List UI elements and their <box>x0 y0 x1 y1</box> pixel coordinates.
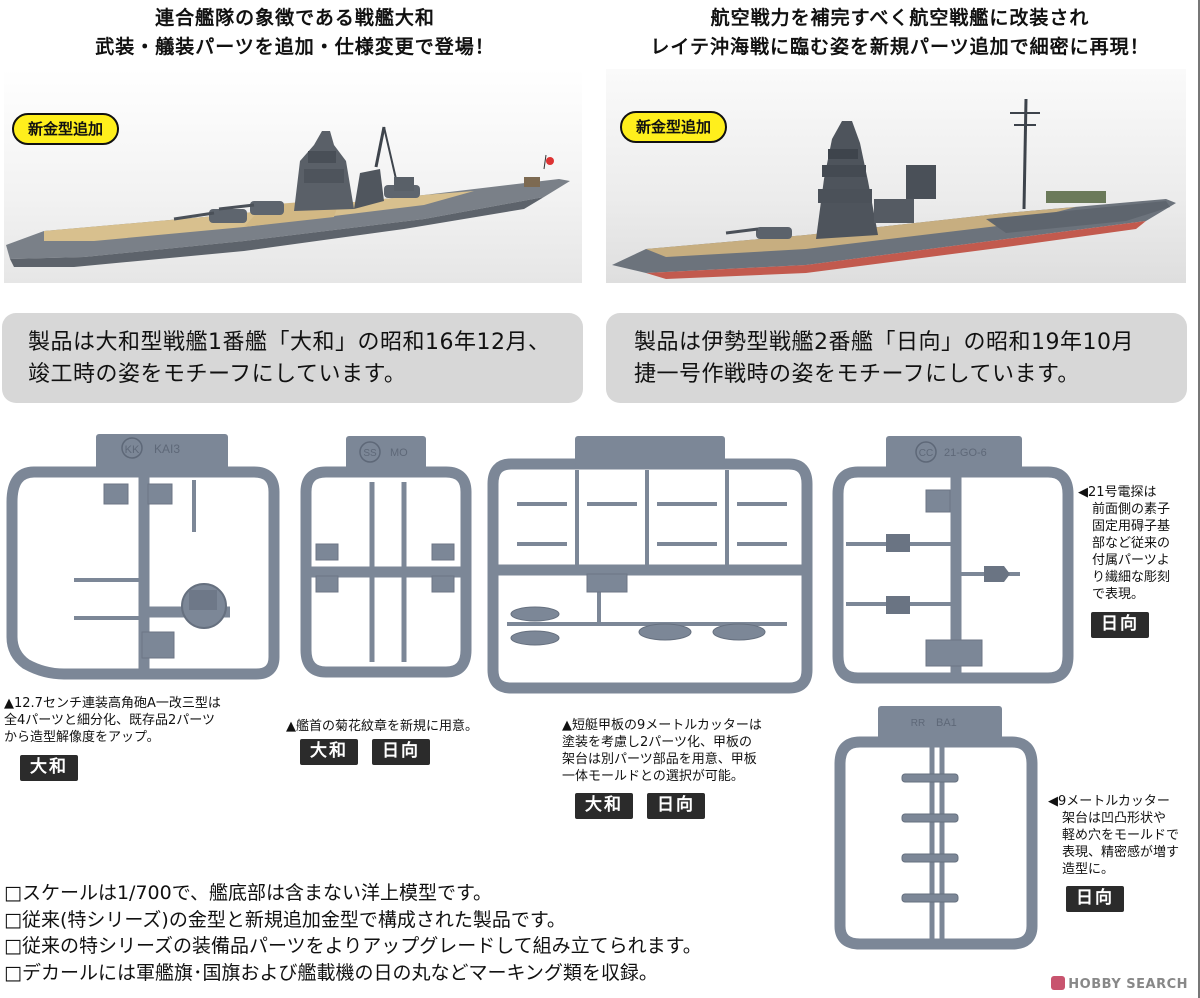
caption-cc-line2: 前面側の素子 <box>1092 502 1171 517</box>
note-upgrade: □従来の特シリーズの装備品パーツをよりアップグレードして組み立てられます。 <box>4 935 702 957</box>
caption-dd-line3: 架台は別パーツ部品を用意、甲板 <box>562 752 757 767</box>
caption-ss: ▲艦首の菊花紋章を新規に用意。 <box>286 718 478 735</box>
headline-hyuga-line2: レイテ沖海戦に臨む姿を新規パーツ追加で細密に再現！ <box>650 36 1150 58</box>
description-hyuga: 製品は伊勢型戦艦2番艦「日向」の昭和19年10月 捷一号作戦時の姿をモチーフにし… <box>606 313 1187 403</box>
description-yamato: 製品は大和型戦艦1番艦「大和」の昭和16年12月、 竣工時の姿をモチーフにしてい… <box>2 313 583 403</box>
caption-ss-line1: ▲艦首の菊花紋章を新規に用意。 <box>286 719 478 734</box>
sprue-cc: CC 21-GO-6 <box>832 436 1074 684</box>
description-yamato-line2: 竣工時の姿をモチーフにしています。 <box>28 362 407 387</box>
tag-hyuga-ss: 日向 <box>372 739 430 765</box>
caption-cc-line7: で表現。 <box>1092 587 1145 602</box>
sprue-ss-label: MO <box>390 447 408 459</box>
note-scale: □スケールは1/700で、艦底部は含まない洋上模型です。 <box>4 882 493 904</box>
caption-dd-line2: 塗装を考慮し2パーツ化、甲板の <box>562 735 753 750</box>
watermark-text: HOBBY SEARCH <box>1068 977 1188 992</box>
badge-new-mold-hyuga: 新金型追加 <box>620 111 728 143</box>
tag-yamato-dd: 大和 <box>575 793 633 819</box>
photo-yamato: 新金型追加 <box>4 69 582 283</box>
caption-kk-line1: ▲12.7センチ連装高角砲A一改三型は <box>4 696 221 711</box>
product-notes: □スケールは1/700で、艦底部は含まない洋上模型です。 □従来(特シリーズ)の… <box>4 880 702 986</box>
sprue-kk-code: KK <box>125 444 140 456</box>
watermark: HOBBY SEARCH <box>1051 976 1188 992</box>
tag-hyuga-cc: 日向 <box>1091 612 1149 638</box>
caption-cc-line3: 固定用碍子基 <box>1092 519 1171 534</box>
caption-kk: ▲12.7センチ連装高角砲A一改三型は 全4パーツと細分化、既存品2パーツ から… <box>4 695 221 746</box>
note-molds: □従来(特シリーズ)の金型と新規追加金型で構成された製品です。 <box>4 908 566 931</box>
hobbysearch-logo-icon <box>1051 976 1066 990</box>
tag-yamato-kk: 大和 <box>20 755 78 781</box>
caption-cc-line5: 付属パーツよ <box>1092 553 1170 568</box>
caption-cc-line6: り繊細な彫刻 <box>1092 570 1171 585</box>
photo-hyuga: 新金型追加 <box>606 69 1186 283</box>
tag-hyuga-dd: 日向 <box>647 793 705 819</box>
sprue-dd <box>487 436 813 694</box>
tag-hyuga-rr: 日向 <box>1066 886 1124 912</box>
sprue-ss-code: SS <box>363 448 377 459</box>
yamato-model-illustration <box>6 126 570 267</box>
headline-hyuga-line1: 航空戦力を補完すべく航空戦艦に改装され <box>710 7 1090 29</box>
badge-new-mold-yamato: 新金型追加 <box>12 113 120 145</box>
headline-hyuga: 航空戦力を補完すべく航空戦艦に改装され レイテ沖海戦に臨む姿を新規パーツ追加で細… <box>605 4 1195 62</box>
caption-rr-line5: 造型に。 <box>1062 862 1115 877</box>
description-hyuga-line1: 製品は伊勢型戦艦2番艦「日向」の昭和19年10月 <box>634 330 1134 355</box>
sprue-rr-label: BA1 <box>936 717 957 729</box>
caption-rr-line4: 表現、精密感が増す <box>1062 845 1180 860</box>
note-decals: □デカールには軍艦旗･国旗および艦載機の日の丸などマーキング類を収録。 <box>4 961 658 984</box>
sprue-kk-label: KAI3 <box>154 442 180 456</box>
sprue-cc-code: CC <box>919 448 933 459</box>
caption-kk-line3: から造型解像度をアップ。 <box>4 730 160 745</box>
caption-rr-line1: ◀9メートルカッター <box>1048 794 1170 809</box>
sprue-rr-code: RR <box>911 718 925 729</box>
caption-kk-line2: 全4パーツと細分化、既存品2パーツ <box>4 713 216 728</box>
caption-rr: ◀9メートルカッター 架台は凹凸形状や 軽め穴をモールドで 表現、精密感が増す … <box>1048 793 1179 878</box>
page-edge-divider <box>1198 0 1200 998</box>
tag-yamato-ss: 大和 <box>300 739 358 765</box>
caption-dd-line4: 一体モールドとの選択が可能。 <box>562 769 744 784</box>
headline-yamato: 連合艦隊の象徴である戦艦大和 武装・艤装パーツを追加・仕様変更で登場！ <box>0 4 590 62</box>
headline-yamato-line2: 武装・艤装パーツを追加・仕様変更で登場！ <box>95 36 495 58</box>
sprue-rr: RR BA1 <box>834 706 1038 950</box>
headline-yamato-line1: 連合艦隊の象徴である戦艦大和 <box>155 7 435 29</box>
sprue-kk: KK KAI3 <box>6 434 280 680</box>
hyuga-model-illustration <box>612 98 1176 279</box>
description-yamato-line1: 製品は大和型戦艦1番艦「大和」の昭和16年12月、 <box>28 330 551 355</box>
caption-dd: ▲短艇甲板の9メートルカッターは 塗装を考慮し2パーツ化、甲板の 架台は別パーツ… <box>562 717 762 785</box>
caption-cc-line4: 部など従来の <box>1092 536 1171 551</box>
caption-rr-line2: 架台は凹凸形状や <box>1062 811 1167 826</box>
caption-cc-line1: ◀21号電探は <box>1078 485 1157 500</box>
caption-rr-line3: 軽め穴をモールドで <box>1062 828 1180 843</box>
caption-cc: ◀21号電探は 前面側の素子 固定用碍子基 部など従来の 付属パーツよ り繊細な… <box>1078 484 1170 603</box>
sprue-cc-label: 21-GO-6 <box>944 447 987 459</box>
caption-dd-line1: ▲短艇甲板の9メートルカッターは <box>562 718 762 733</box>
sprue-ss: SS MO <box>300 436 472 678</box>
description-hyuga-line2: 捷一号作戦時の姿をモチーフにしています。 <box>634 362 1080 387</box>
